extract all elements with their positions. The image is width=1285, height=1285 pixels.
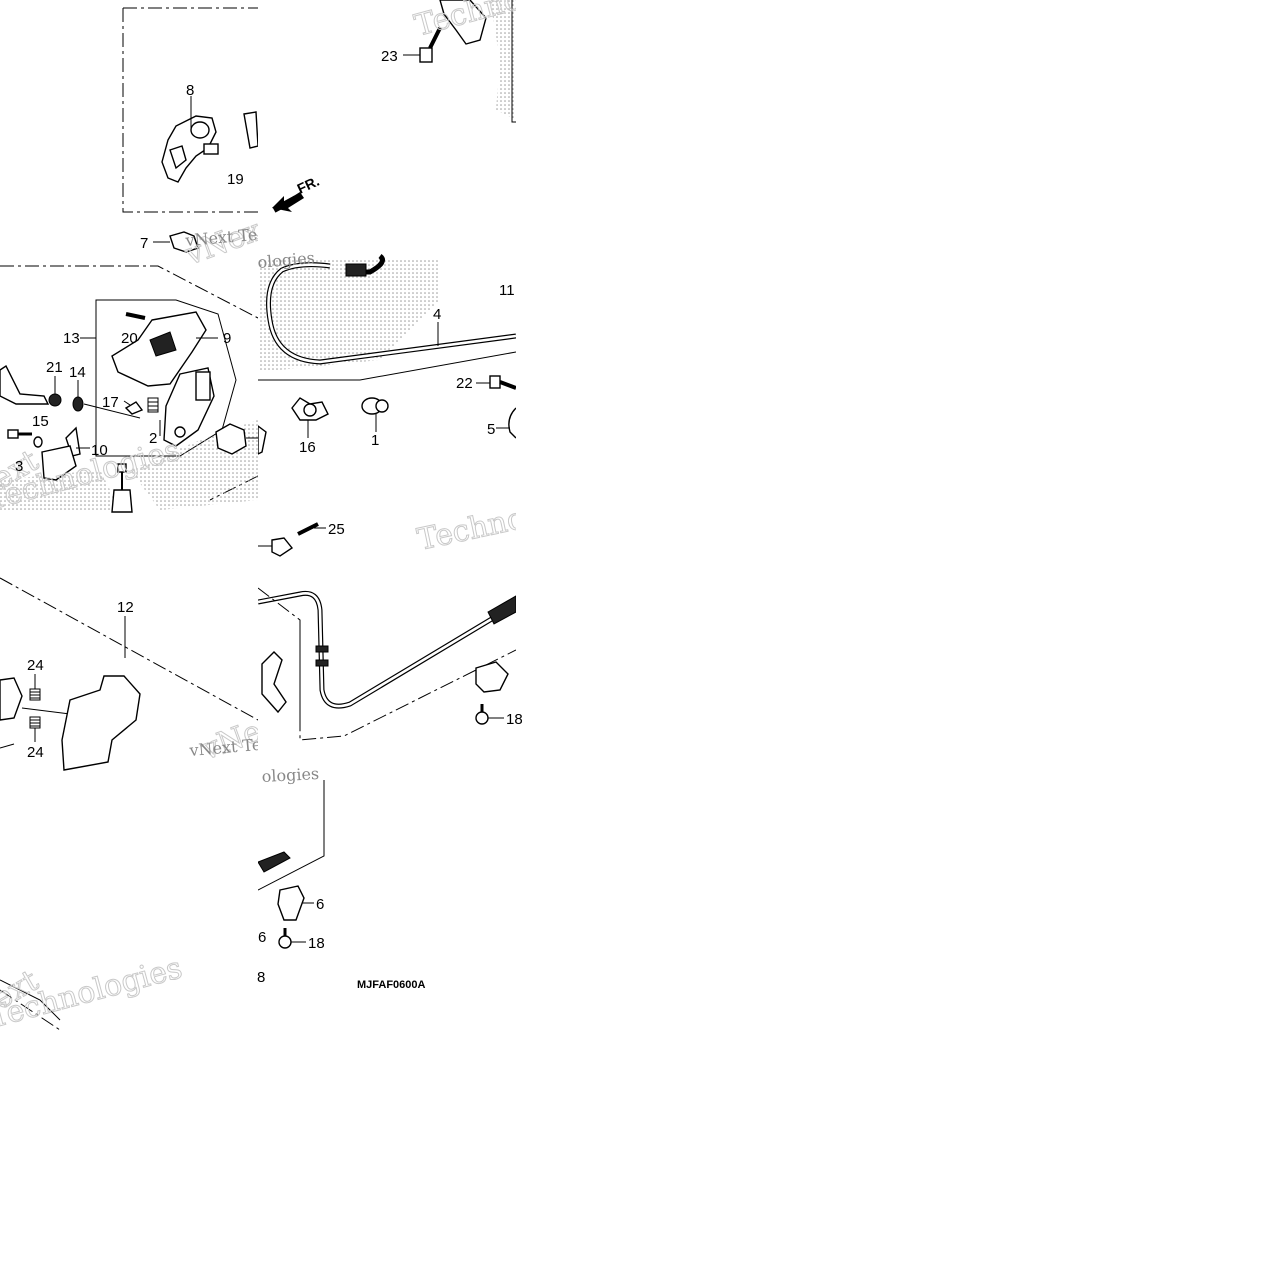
frame-middle-left [0,265,258,319]
part-23-knob [439,0,487,45]
part-7 [153,231,199,253]
part-15-bolt [7,429,43,448]
svg-text:ologies: ologies [261,764,319,786]
callout-5: 5 [487,421,495,438]
part-5 [508,407,516,439]
callout-16: 16 [299,439,316,456]
lower-block-left [0,677,23,721]
callout-22: 22 [456,375,473,392]
front-marker-label: FR. [295,173,322,197]
part-8-housing [161,115,219,183]
callout-24-lower: 24 [27,744,44,761]
callout-18-lower: 18 [308,935,325,952]
svg-text:Technologies: Technologies [0,951,186,1036]
lower-cable [258,590,516,709]
part-6-bracket [277,885,305,921]
callout-20: 20 [121,330,138,347]
callout-23: 23 [381,48,398,65]
drawing-code: MJFAF0600A [357,979,426,991]
part-20-pin [125,312,146,320]
callout-labels: 8 19 23 7 11 13 20 9 4 21 14 22 17 15 2 … [15,48,523,991]
callout-10: 10 [91,442,108,459]
part-16-clip [291,397,329,421]
part-1-clamp [361,397,389,415]
bracket-6-upper [475,661,509,693]
left-tile-column: vNext vNext Tec Technologies ext vNe vNe… [0,7,258,1036]
callout-18-upper: 18 [506,711,523,728]
callout-15: 15 [32,413,49,430]
part-24-spring-b [29,716,41,729]
screw-bottom [111,463,133,513]
part-14-washer [72,396,84,412]
callout-4: 4 [433,306,441,323]
callout-14: 14 [69,364,86,381]
spring-bottom [258,851,291,873]
bracket-clamp [261,651,287,714]
callout-12: 12 [117,599,134,616]
callout-2: 2 [149,430,157,447]
part-25-pin [297,522,319,536]
frame-top-left [122,8,258,213]
part-2-bracket [163,367,215,447]
frame-lower-left [0,577,258,721]
part-22-bolt [489,375,516,390]
part-21-washer [48,393,62,407]
small-clip [271,537,294,557]
part-17-nut [124,401,144,415]
gear-part [215,423,247,455]
callout-24-upper: 24 [27,657,44,674]
right-tile-column: FR. [257,0,528,949]
front-direction-arrow: FR. [272,173,322,213]
callout-3: 3 [15,458,23,475]
callout-8-lower: 8 [257,969,265,986]
callout-11: 11 [499,282,515,299]
callout-8: 8 [186,82,194,99]
part-18-bolt-lower [278,928,292,949]
part-3-body [41,445,77,481]
callout-25: 25 [328,521,345,538]
shading-right [258,258,440,372]
svg-text:ologies: ologies [257,248,316,272]
callout-9: 9 [223,330,231,347]
shaft [0,364,50,405]
callout-6-right: 6 [316,896,324,913]
callout-17: 17 [102,394,119,411]
watermark: Techno [414,501,528,558]
callout-19: 19 [227,171,244,188]
part-9-lever [111,311,207,387]
part-18-bolt-upper [475,704,489,725]
part-24-spring-a [29,688,41,701]
part-4-cable [266,254,516,365]
part-17-spring [147,397,159,413]
callout-7: 7 [140,235,148,252]
callout-13: 13 [63,330,80,347]
callout-6-left: 6 [258,929,266,946]
callout-1: 1 [371,432,379,449]
callout-21: 21 [46,359,63,376]
lower-bracket [61,675,141,771]
